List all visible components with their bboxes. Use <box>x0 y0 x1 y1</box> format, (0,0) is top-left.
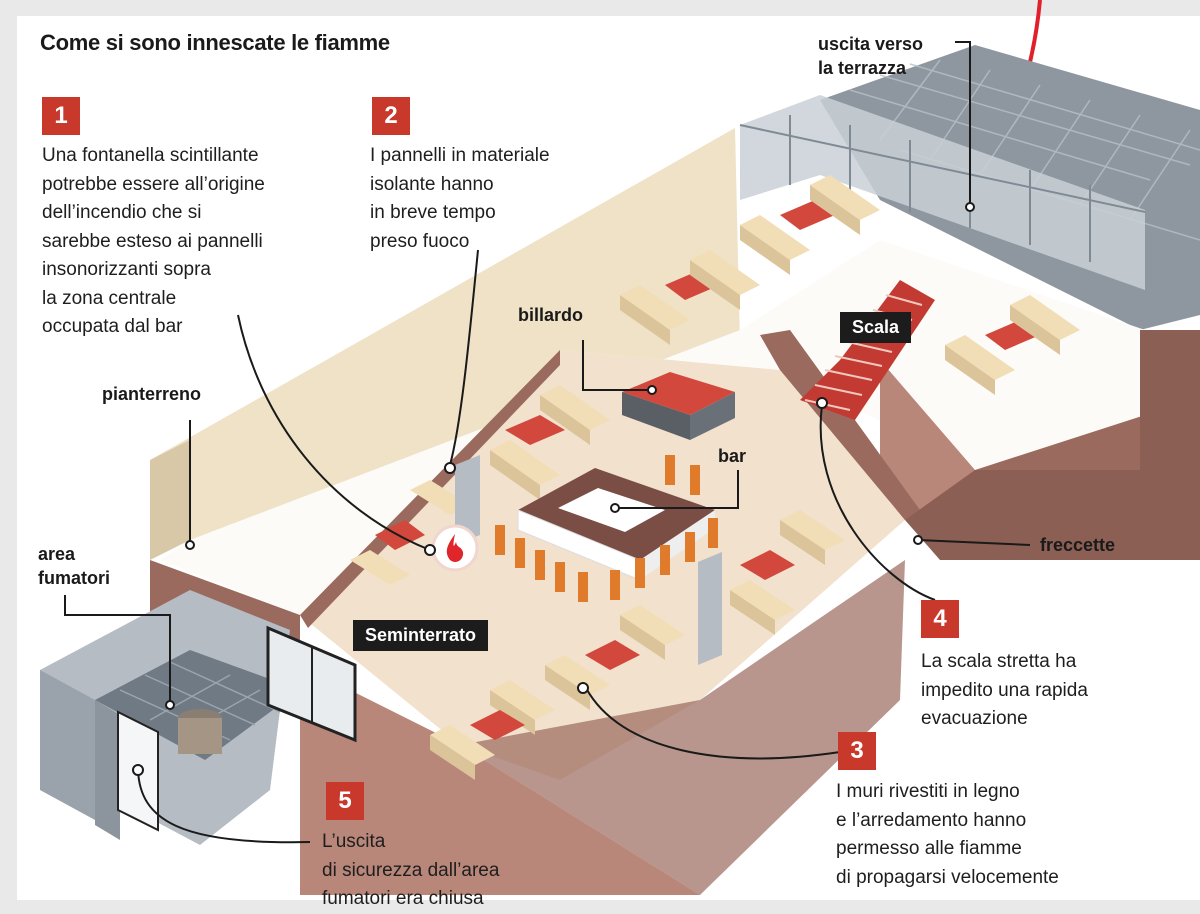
label-terrace-exit: uscita verso la terrazza <box>818 34 924 78</box>
callout-5-text: L’uscita di sicurezza dall’area fumatori… <box>322 831 500 909</box>
right-wall <box>905 470 1200 560</box>
bar-stools <box>495 455 718 602</box>
smoking-area-floor <box>95 650 300 760</box>
label-basement: Seminterrato <box>353 620 489 651</box>
callout-2-badge: 2 <box>372 97 410 135</box>
label-stairs: Scala <box>840 312 912 343</box>
ground-floor-seating <box>620 175 1080 395</box>
infographic-title: Come si sono innescate le fiamme <box>40 30 390 55</box>
leader-lines <box>64 41 1031 844</box>
callout-4-text: La scala stretta ha impedito una rapida … <box>921 651 1088 729</box>
label-darts: freccette <box>1040 535 1116 555</box>
pillar-left <box>455 455 480 545</box>
basement-seating <box>350 385 845 780</box>
callout-1-badge: 1 <box>42 97 80 135</box>
leader-dots <box>132 202 975 776</box>
callout-3-text: I muri rivestiti in legno e l’arredament… <box>836 781 1059 888</box>
back-wall <box>150 128 740 540</box>
callout-4-badge: 4 <box>921 600 959 638</box>
glass-railing <box>740 95 1145 290</box>
pillar-right <box>698 552 722 665</box>
fire-icon <box>446 534 464 563</box>
basement-front-wall <box>300 665 700 895</box>
label-billiards: billardo <box>518 305 584 325</box>
label-smoking-area: area fumatori <box>38 544 110 588</box>
callout-2-text: I pannelli in materiale isolante hanno i… <box>370 145 550 252</box>
billiard-table <box>622 372 735 415</box>
label-bar: bar <box>718 446 747 466</box>
label-ground-floor: pianterreno <box>102 384 202 404</box>
callout-3-badge: 3 <box>838 732 876 770</box>
callout-5-badge: 5 <box>326 782 364 820</box>
callout-1-text: Una fontanella scintillante potrebbe ess… <box>42 145 265 337</box>
